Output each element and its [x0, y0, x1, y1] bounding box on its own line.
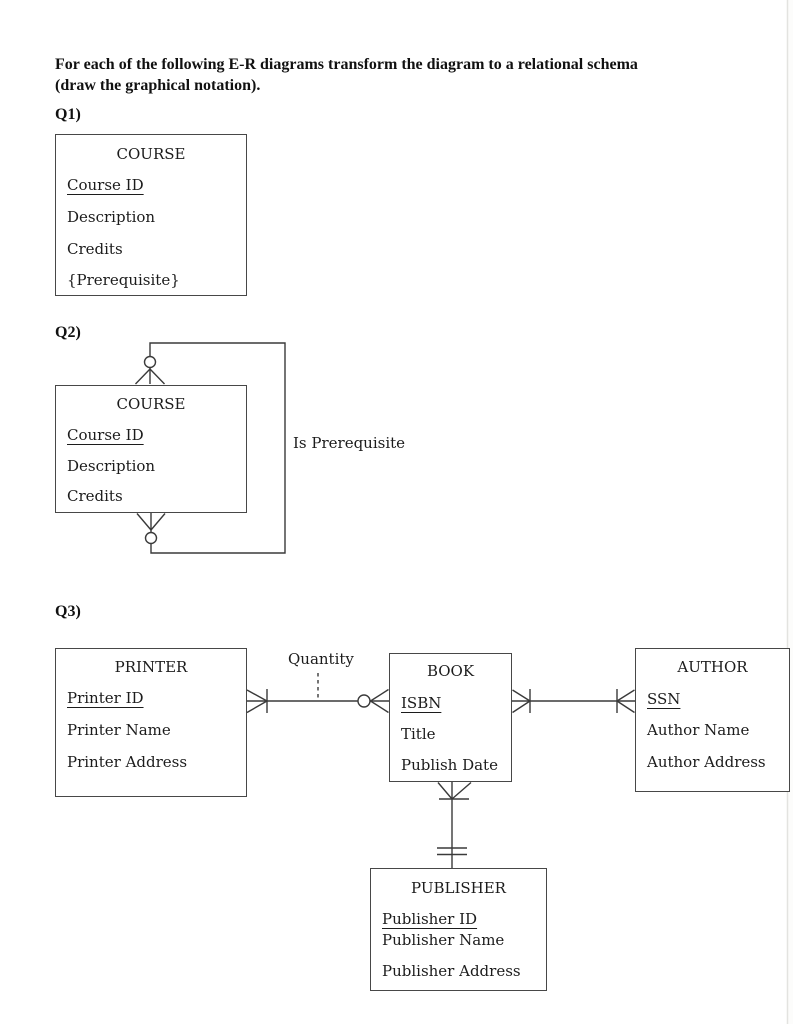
entity-printer: PRINTER Printer ID Printer Name Printer …	[55, 648, 247, 797]
entity-title: BOOK	[426, 662, 475, 680]
entity-attribute: Course ID	[67, 426, 144, 444]
entity-attribute: Description	[67, 208, 156, 226]
entity-attribute: SSN	[647, 690, 681, 708]
optional-circle-icon	[357, 694, 371, 708]
q1-label: Q1)	[55, 106, 81, 123]
entity-title: AUTHOR	[677, 658, 748, 676]
entity-course-q1: COURSE Course ID Description Credits {Pr…	[55, 134, 247, 296]
entity-attribute: Publisher ID	[382, 910, 478, 928]
entity-course-q2: COURSE Course ID Description Credits	[55, 385, 247, 513]
entity-title: PRINTER	[114, 658, 188, 676]
entity-title: COURSE	[116, 145, 186, 163]
instruction-line-1: For each of the following E-R diagrams t…	[55, 56, 638, 73]
instruction-line-2: (draw the graphical notation).	[55, 77, 261, 94]
entity-attribute: Title	[401, 725, 436, 743]
entity-attribute: Publish Date	[401, 756, 498, 774]
entity-attribute: Publisher Address	[382, 962, 521, 980]
q3-book-publisher-line	[437, 781, 472, 868]
crows-foot-icon	[512, 689, 531, 714]
entity-attribute: Course ID	[67, 176, 144, 194]
optional-circle-icon	[144, 531, 158, 545]
crows-foot-icon	[136, 513, 166, 531]
crows-foot-icon	[134, 368, 166, 385]
crows-foot-icon	[370, 688, 389, 714]
crows-foot-icon	[616, 689, 635, 714]
entity-attribute: ISBN	[401, 694, 442, 712]
entity-attribute: {Prerequisite}	[67, 271, 180, 289]
q2-label: Q2)	[55, 324, 81, 341]
entity-attribute: Credits	[67, 487, 123, 505]
entity-attribute: Credits	[67, 240, 123, 258]
entity-attribute: Author Address	[647, 753, 766, 771]
crows-foot-icon	[246, 689, 268, 714]
q3-label: Q3)	[55, 603, 81, 620]
entity-author: AUTHOR SSN Author Name Author Address	[635, 648, 790, 792]
entity-attribute: Printer ID	[67, 689, 144, 707]
entity-book: BOOK ISBN Title Publish Date	[389, 653, 512, 782]
entity-publisher: PUBLISHER Publisher ID Publisher Name Pu…	[370, 868, 547, 991]
crows-foot-icon	[437, 781, 472, 800]
entity-attribute: Printer Address	[67, 753, 188, 771]
q3-printer-book-line	[246, 673, 389, 714]
entity-attribute: Author Name	[647, 721, 750, 739]
relationship-label-is-prerequisite: Is Prerequisite	[293, 434, 406, 452]
page-edge-area	[788, 0, 793, 1024]
q3-book-author-line	[512, 689, 635, 714]
relationship-attribute-quantity: Quantity	[288, 650, 354, 668]
entity-attribute: Publisher Name	[382, 931, 505, 949]
entity-title: PUBLISHER	[411, 879, 506, 897]
entity-attribute: Printer Name	[67, 721, 171, 739]
entity-title: COURSE	[116, 395, 186, 413]
entity-attribute: Description	[67, 457, 156, 475]
optional-circle-icon	[143, 355, 157, 369]
